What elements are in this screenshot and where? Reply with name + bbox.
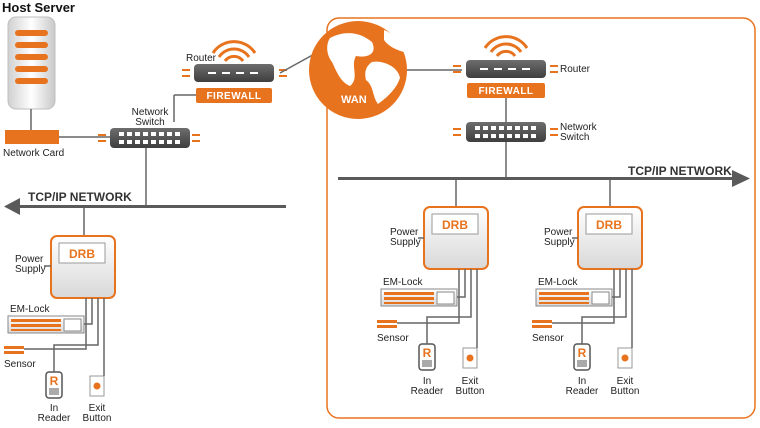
in-reader-label-2: Reader (38, 413, 71, 424)
right-router-icon (465, 59, 547, 79)
remote-site-frame (326, 17, 756, 419)
svg-text:R: R (423, 346, 432, 360)
in-reader-label-2: Reader (411, 386, 444, 397)
network-card-label: Network Card (3, 148, 64, 159)
network-card-icon (5, 130, 59, 144)
exit-button-label-2: Button (611, 386, 640, 397)
power-supply-label-1: Power (390, 227, 419, 238)
em-lock-label: EM-Lock (538, 277, 578, 288)
exit-button-icon (89, 375, 105, 397)
svg-text:DRB: DRB (442, 218, 468, 232)
right-firewall-badge (467, 83, 545, 98)
host-server-icon (7, 16, 56, 110)
right-router-label: Router (560, 64, 591, 75)
exit-button-label-1: Exit (462, 376, 479, 387)
power-supply-label-2: Supply (15, 264, 46, 275)
right-switch-label-2: Switch (560, 132, 589, 143)
wireless-icon (211, 40, 257, 63)
sensor-label: Sensor (4, 359, 36, 370)
drb-unit: DRB (50, 235, 116, 299)
right-network-label: TCP/IP NETWORK (628, 164, 732, 178)
left-network-label: TCP/IP NETWORK (28, 190, 132, 204)
left-firewall-label: FIREWALL (206, 91, 261, 102)
exit-button-label-2: Button (456, 386, 485, 397)
power-supply-label-2: Supply (544, 237, 575, 248)
power-supply-label-2: Supply (390, 237, 421, 248)
sensor-label: Sensor (532, 333, 564, 344)
drb-unit: DRB (577, 206, 643, 270)
in-reader-icon: R (45, 371, 63, 399)
left-network-arrow (4, 198, 20, 215)
right-network-switch-icon (466, 122, 546, 142)
host-server-title: Host Server (2, 0, 75, 15)
drb-unit: DRB (423, 206, 489, 270)
left-switch-label-1: Network (132, 107, 170, 118)
exit-button-icon (462, 347, 478, 369)
svg-text:DRB: DRB (69, 247, 95, 261)
in-reader-label-1: In (578, 376, 586, 387)
power-supply-label-1: Power (15, 254, 44, 265)
sensor-icon (4, 346, 24, 354)
left-switch-label-2: Switch (135, 117, 164, 128)
sensor-label: Sensor (377, 333, 409, 344)
exit-button-label-1: Exit (89, 403, 106, 414)
in-reader-label-1: In (50, 403, 58, 414)
em-lock-icon (380, 288, 458, 307)
sensor-icon (532, 320, 552, 328)
right-switch-label-1: Network (560, 122, 598, 133)
em-lock-icon (7, 315, 85, 334)
left-router-icon (193, 63, 275, 83)
left-firewall-badge (196, 88, 272, 103)
in-reader-icon: R (573, 343, 591, 371)
in-reader-label-1: In (423, 376, 431, 387)
left-network-switch-icon (110, 128, 190, 148)
in-reader-icon: R (418, 343, 436, 371)
exit-button-icon (617, 347, 633, 369)
left-router-label: Router (186, 53, 217, 64)
exit-button-label-1: Exit (617, 376, 634, 387)
svg-text:DRB: DRB (596, 218, 622, 232)
right-network-arrow (732, 170, 750, 187)
wan-globe-icon (309, 21, 407, 119)
svg-text:R: R (50, 374, 59, 388)
wireless-icon (483, 35, 529, 58)
wan-label: WAN (341, 94, 367, 106)
em-lock-label: EM-Lock (10, 304, 50, 315)
power-supply-label-1: Power (544, 227, 573, 238)
em-lock-label: EM-Lock (383, 277, 423, 288)
sensor-icon (377, 320, 397, 328)
right-firewall-label: FIREWALL (478, 86, 533, 97)
in-reader-label-2: Reader (566, 386, 599, 397)
svg-text:R: R (578, 346, 587, 360)
exit-button-label-2: Button (83, 413, 112, 424)
em-lock-icon (535, 288, 613, 307)
